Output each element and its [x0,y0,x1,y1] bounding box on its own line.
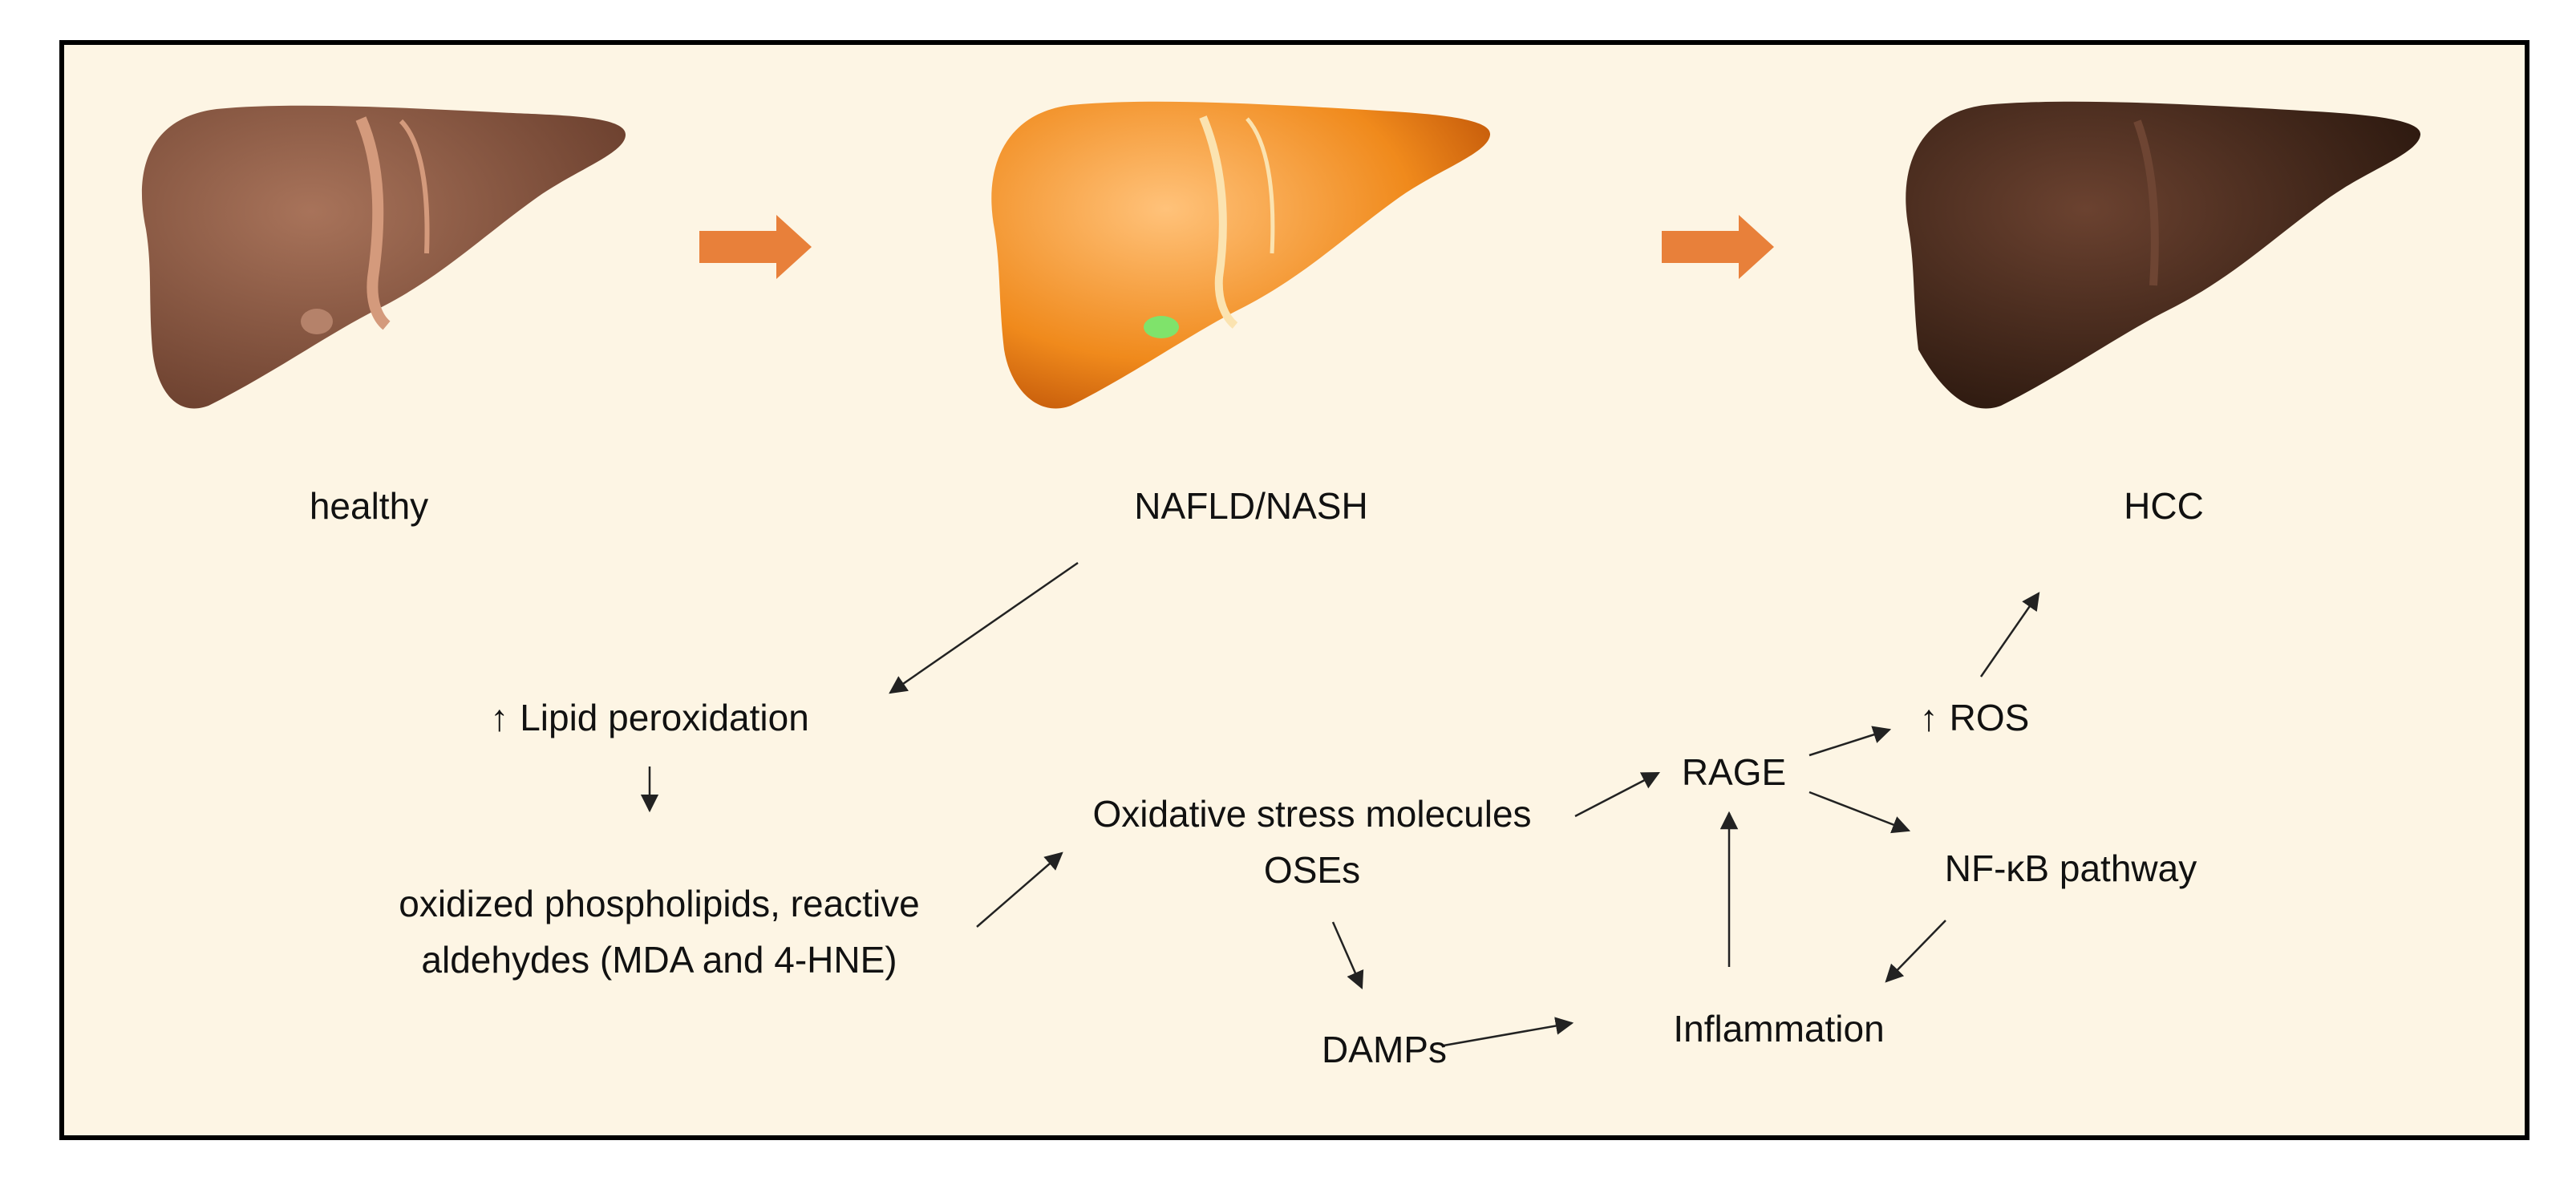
stage-label-healthy: healthy [309,485,429,527]
ros-text: ROS [1949,697,2030,738]
node-rage: RAGE [1681,751,1787,793]
arrow-rage-to-nfkb [1808,791,1911,834]
hcc-liver-image [1906,101,2421,409]
stage-arrow-1 [699,215,812,279]
node-oxidative-line1: Oxidative stress molecules [1092,793,1532,835]
arrow-damps-to-inflammation [1443,1017,1574,1047]
increase-arrow-icon: ↑ [1919,697,1938,738]
arrow-nafld-to-lipid [889,561,1079,694]
node-oxidized-line1: oxidized phospholipids, reactive [399,883,920,924]
stage-arrow-2 [1662,215,1774,279]
arrow-oxidized-to-oxidative [976,851,1063,928]
arrow-oxidative-to-rage [1574,771,1660,818]
node-ros: ↑ ROS [1920,696,2030,740]
node-inflammation: Inflammation [1673,1008,1885,1050]
increase-arrow-icon: ↑ [490,697,509,738]
healthy-liver-image [141,105,626,409]
fatty-liver-image [991,101,1491,409]
lipid-peroxidation-text: Lipid peroxidation [520,697,809,738]
arrow-oxidative-to-damps [1331,921,1364,990]
stage-label-hcc: HCC [2124,485,2204,527]
node-nfkb: NF-κB pathway [1944,847,2197,889]
diagram-canvas [141,101,2421,1047]
arrow-nfkb-to-inflammation [1885,920,1946,983]
node-oxidative-line2: OSEs [1263,849,1361,891]
arrow-ros-to-hcc [1979,592,2040,677]
stage-label-nafld: NAFLD/NASH [1134,485,1368,527]
node-oxidized-line2: aldehydes (MDA and 4-HNE) [421,939,897,981]
node-damps: DAMPs [1322,1029,1447,1070]
figure-frame: healthy NAFLD/NASH HCC ↑ Lipid peroxidati… [59,40,2529,1140]
arrow-rage-to-ros [1808,726,1892,757]
node-lipid-peroxidation: ↑ Lipid peroxidation [490,696,809,740]
